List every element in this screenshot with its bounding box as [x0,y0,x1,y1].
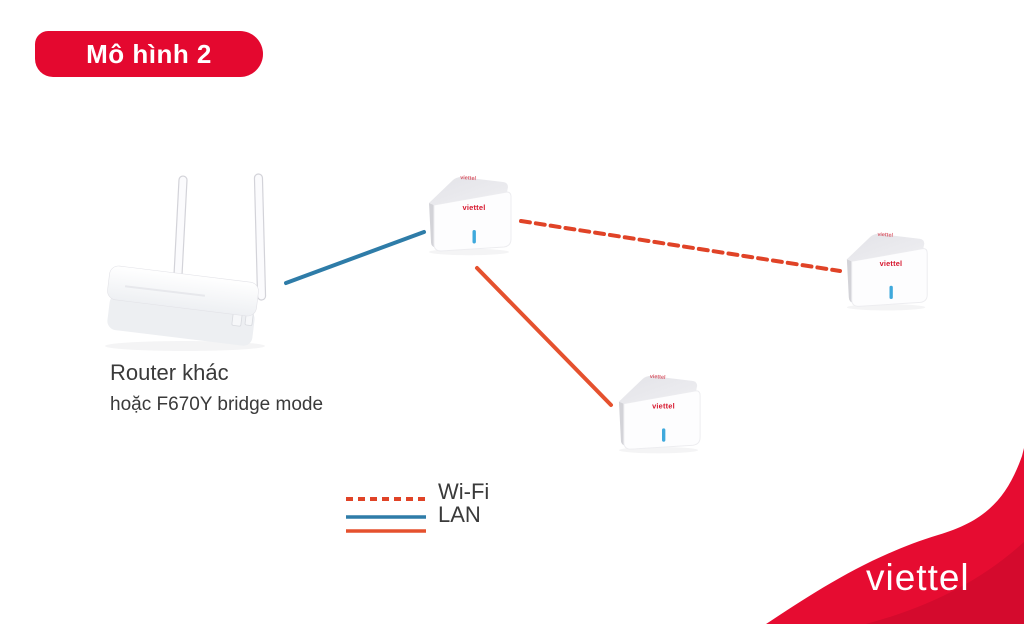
router-subtitle: hoặc F670Y bridge mode [110,394,324,415]
viettel-wordmark: viettel [866,557,970,598]
router-device [105,173,267,351]
viettel-logo: viettel [880,259,903,268]
lan-link-node-to-node [475,266,613,407]
model-badge: Mô hình 2 [35,31,263,77]
legend-lan-label: LAN [438,502,481,527]
router-title: Router khác [110,360,229,385]
viettel-logo-top: viettel [650,374,667,381]
viettel-logo-top: viettel [877,232,893,239]
brand-wave-shade [865,541,1024,624]
legend-wifi-label: Wi-Fi [438,479,490,504]
router-antenna-right [253,173,267,301]
legend-lan-line-blue-icon [345,507,427,519]
wifi-link-node-to-node [519,219,842,273]
legend-lan-line-orange-icon [345,521,427,533]
status-led [472,230,476,244]
status-led [889,285,893,299]
viettel-logo: viettel [462,203,485,212]
lan-link-router-to-node [284,230,426,285]
mesh-node-right: viettel viettel [846,232,928,311]
router-body-top [107,265,259,317]
viettel-logo-top: viettel [460,175,477,182]
mesh-node-top: viettel viettel [429,175,512,256]
mesh-node-bottom: viettel viettel [618,374,701,454]
viettel-logo: viettel [652,402,675,411]
brand-wave [766,448,1024,624]
status-led [661,428,666,442]
model-badge-label: Mô hình 2 [86,38,212,69]
legend-wifi-line-icon [345,489,427,501]
